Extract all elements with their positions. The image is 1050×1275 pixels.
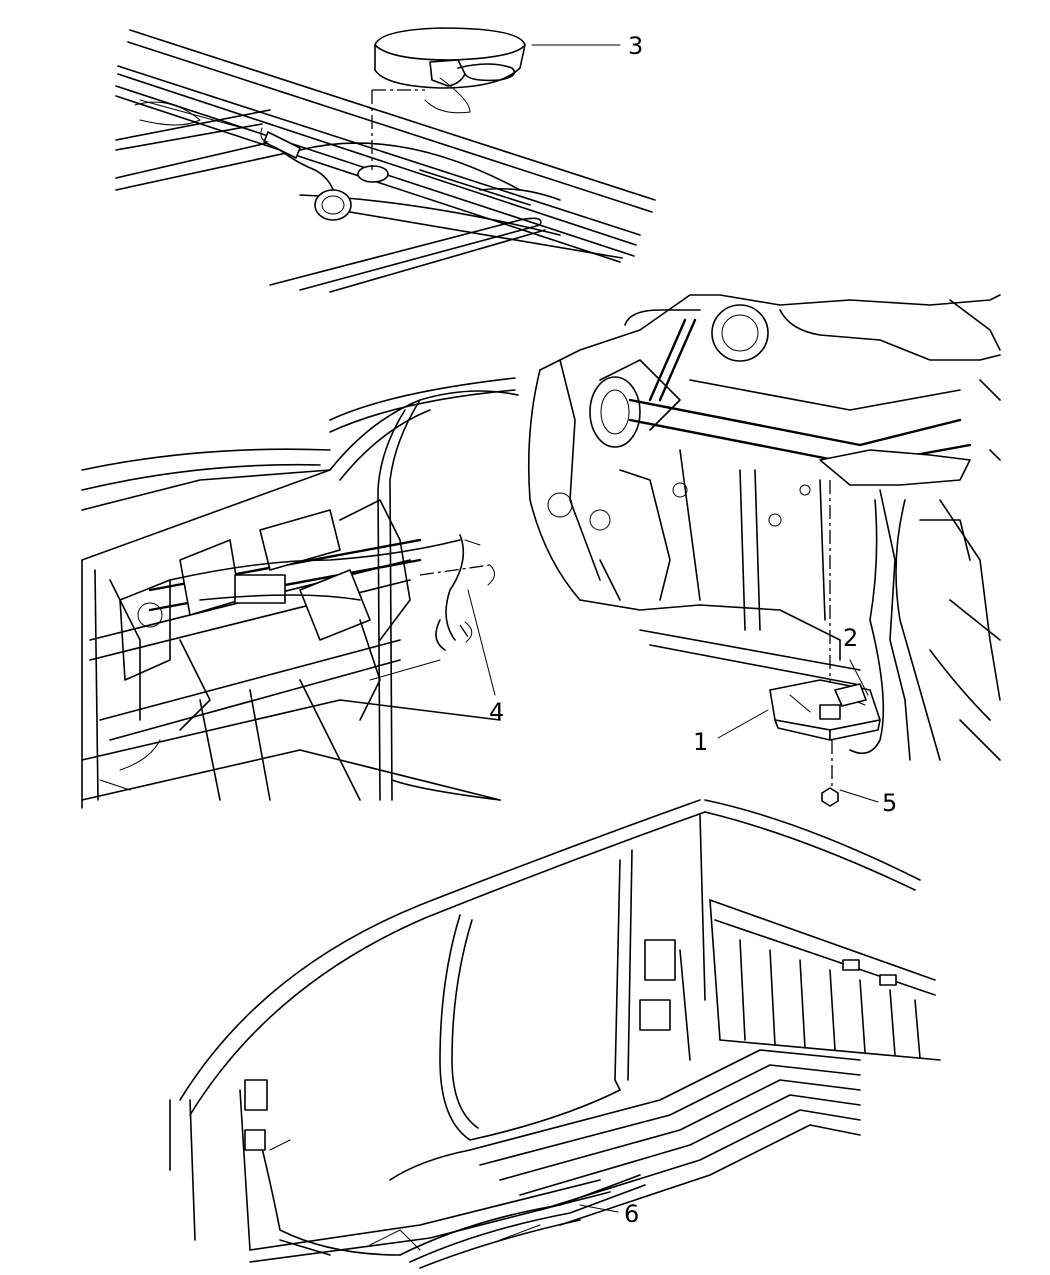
antenna-base (374, 27, 526, 89)
instrument-panel-view (81, 377, 519, 809)
callout-5: 5 (882, 789, 897, 817)
callout-1: 1 (693, 728, 708, 756)
dash-panel-front-view (527, 294, 1001, 807)
callout-3: 3 (628, 32, 643, 60)
cab-side-view (169, 799, 941, 1269)
callout-2: 2 (843, 624, 858, 652)
roof-hole (357, 165, 389, 183)
callout-4: 4 (489, 698, 504, 726)
nut (821, 787, 839, 807)
callout-6: 6 (624, 1200, 639, 1228)
roof-antenna-view (115, 27, 656, 293)
cable-grommet (314, 189, 352, 221)
